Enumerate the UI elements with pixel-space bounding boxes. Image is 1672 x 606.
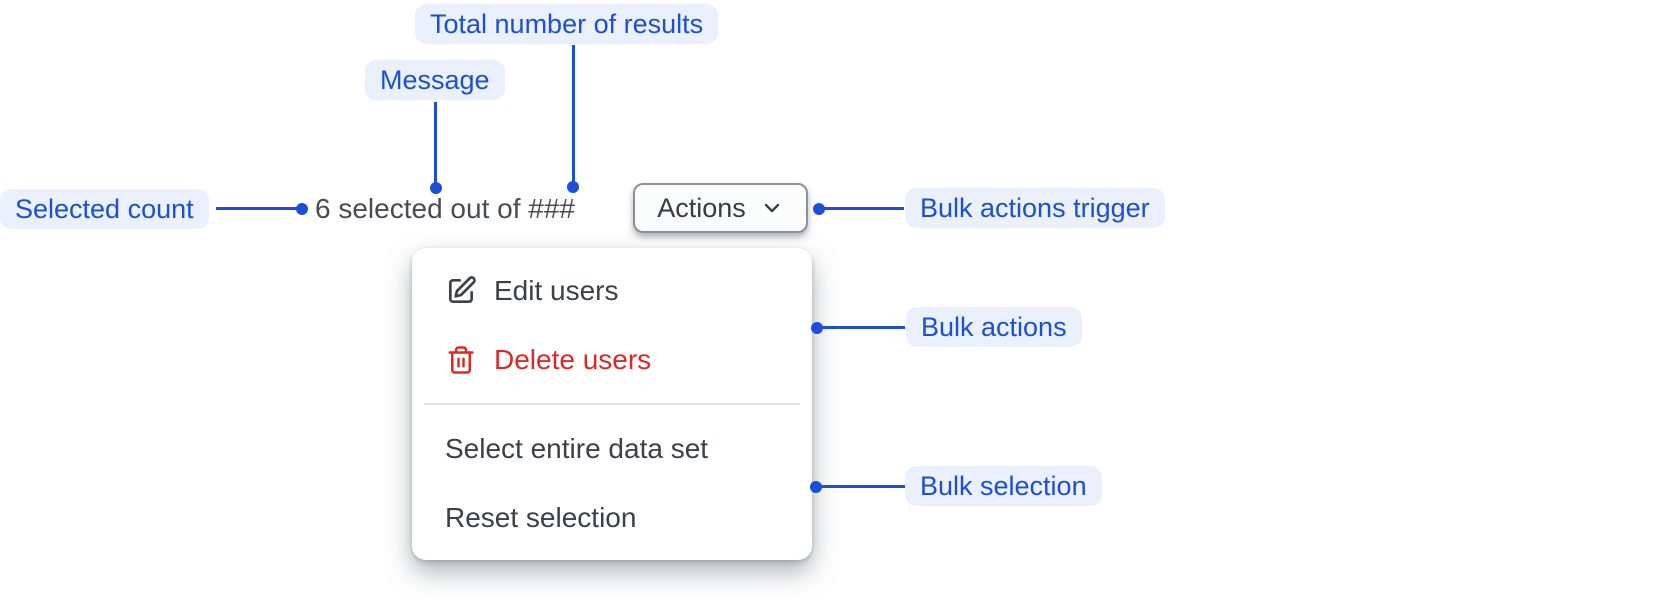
edit-icon bbox=[445, 275, 477, 307]
menu-divider bbox=[424, 403, 800, 405]
annotation-selected-count: Selected count bbox=[0, 189, 209, 229]
annotation-trigger-dot bbox=[813, 203, 825, 215]
annotation-selected-count-line bbox=[216, 207, 298, 210]
menu-item-label: Reset selection bbox=[445, 501, 637, 533]
annotation-bulk-selection-line bbox=[820, 485, 905, 488]
annotation-trigger-line bbox=[823, 207, 904, 210]
menu-item-label: Select entire data set bbox=[445, 432, 709, 464]
menu-item-label: Delete users bbox=[494, 343, 652, 375]
annotation-selected-count-dot bbox=[296, 203, 308, 215]
annotation-bulk-selection: Bulk selection bbox=[905, 466, 1102, 506]
annotation-bulk-actions-dot bbox=[811, 322, 823, 334]
bulk-actions-trigger-button[interactable]: Actions bbox=[633, 183, 808, 233]
annotation-bulk-actions-line bbox=[821, 326, 905, 329]
menu-item-delete-users[interactable]: Delete users bbox=[412, 325, 812, 394]
annotation-bulk-selection-dot bbox=[810, 481, 822, 493]
menu-item-reset-selection[interactable]: Reset selection bbox=[412, 483, 812, 552]
chevron-down-icon bbox=[760, 196, 784, 220]
annotation-message-dot bbox=[430, 182, 442, 194]
menu-item-select-entire-data-set[interactable]: Select entire data set bbox=[412, 414, 812, 483]
annotation-total-results-dot bbox=[567, 181, 579, 193]
annotation-bulk-actions: Bulk actions bbox=[906, 307, 1082, 347]
selection-count-message: 6 selected out of ### bbox=[315, 193, 575, 224]
menu-item-label: Edit users bbox=[494, 274, 619, 306]
bulk-actions-trigger-label: Actions bbox=[657, 192, 746, 223]
bulk-actions-menu: Edit users Delete users Select entire da… bbox=[412, 248, 812, 560]
annotation-total-results: Total number of results bbox=[415, 4, 719, 44]
annotation-bulk-actions-trigger: Bulk actions trigger bbox=[905, 188, 1165, 228]
annotation-total-results-line bbox=[572, 45, 575, 183]
trash-icon bbox=[445, 344, 477, 376]
annotation-message-line bbox=[434, 102, 437, 184]
annotation-message: Message bbox=[365, 60, 505, 100]
menu-item-edit-users[interactable]: Edit users bbox=[412, 256, 812, 325]
